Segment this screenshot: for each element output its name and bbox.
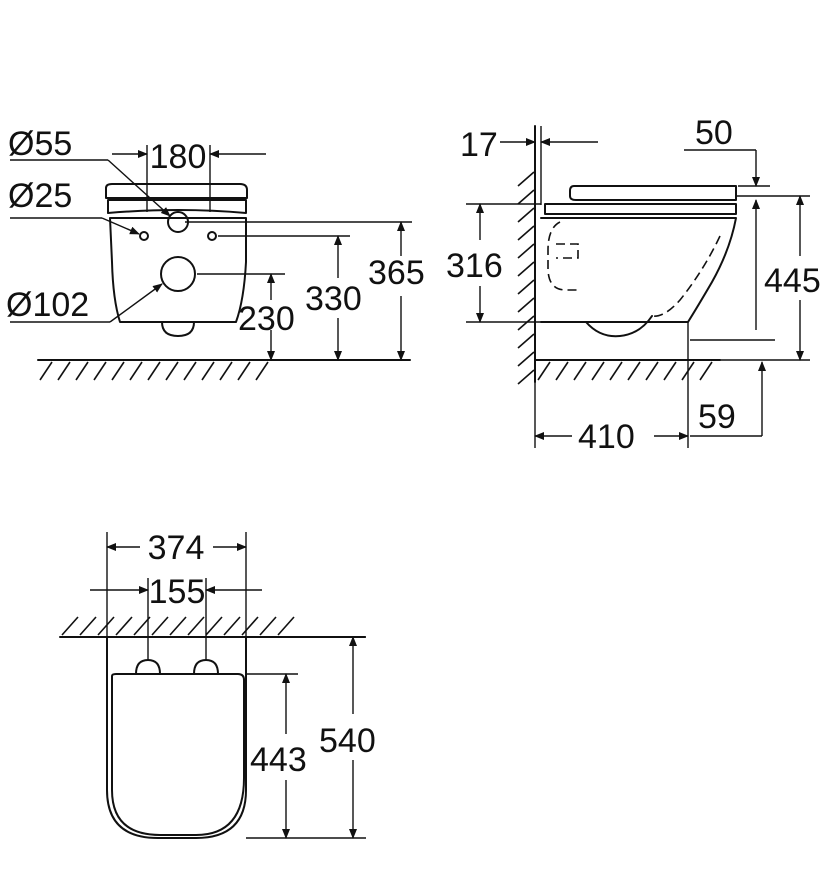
dim-155-label: 155: [149, 573, 206, 611]
dim-330-label: 330: [305, 280, 362, 318]
dim-d25: Ø25: [8, 177, 140, 235]
dim-230: 230: [238, 273, 295, 361]
dim-50-label: 50: [695, 114, 733, 152]
top-wall-line: [59, 616, 366, 638]
dim-230-label: 230: [238, 300, 295, 338]
dim-17-label: 17: [460, 126, 498, 164]
dim-365: 365: [368, 221, 425, 361]
side-extension-lines: [466, 185, 810, 448]
dim-50: 50: [684, 114, 760, 330]
dim-180-label: 180: [150, 138, 207, 176]
dim-155: 155: [90, 573, 262, 611]
top-extension-lines: [106, 532, 366, 839]
dim-316: 316: [446, 203, 503, 323]
dim-d102-label: Ø102: [6, 286, 89, 324]
dim-445: 445: [764, 195, 821, 361]
side-toilet-outline: [540, 185, 737, 338]
hinge-left: [135, 659, 161, 675]
side-floor-line: [534, 359, 721, 381]
dim-443-label: 443: [250, 741, 307, 779]
dim-374: 374: [106, 529, 247, 567]
dim-410: 410: [534, 418, 689, 456]
hole-d25-right: [207, 231, 217, 241]
top-toilet-outline: [106, 636, 247, 839]
dim-330: 330: [305, 235, 362, 361]
dim-d55-label: Ø55: [8, 125, 72, 163]
front-holes: [139, 211, 217, 292]
dim-410-label: 410: [578, 418, 635, 456]
front-toilet-outline: [105, 183, 248, 337]
dim-365-label: 365: [368, 254, 425, 292]
top-view: 374 155 443 540: [59, 529, 376, 839]
dim-443: 443: [250, 673, 307, 839]
dim-d25-label: Ø25: [8, 177, 72, 215]
front-view: 180 Ø55 Ø25 Ø102 230: [6, 125, 425, 381]
dim-17: 17: [460, 126, 598, 164]
dim-374-label: 374: [148, 529, 205, 567]
front-extension-lines: [146, 145, 412, 275]
dim-180: 180: [112, 138, 266, 176]
front-floor-line: [37, 359, 411, 381]
dim-445-label: 445: [764, 262, 821, 300]
dim-540: 540: [319, 636, 376, 839]
side-wall: [517, 125, 542, 385]
dim-59: 59: [690, 361, 766, 437]
hole-d102: [160, 256, 196, 292]
dim-d102: Ø102: [6, 283, 163, 324]
hole-d25-left: [139, 231, 149, 241]
dim-540-label: 540: [319, 722, 376, 760]
hinge-right: [193, 659, 219, 675]
dim-59-label: 59: [698, 398, 736, 436]
dim-316-label: 316: [446, 247, 503, 285]
side-view: 17 50 316 445 410: [446, 114, 821, 456]
dim-d55: Ø55: [8, 125, 171, 217]
